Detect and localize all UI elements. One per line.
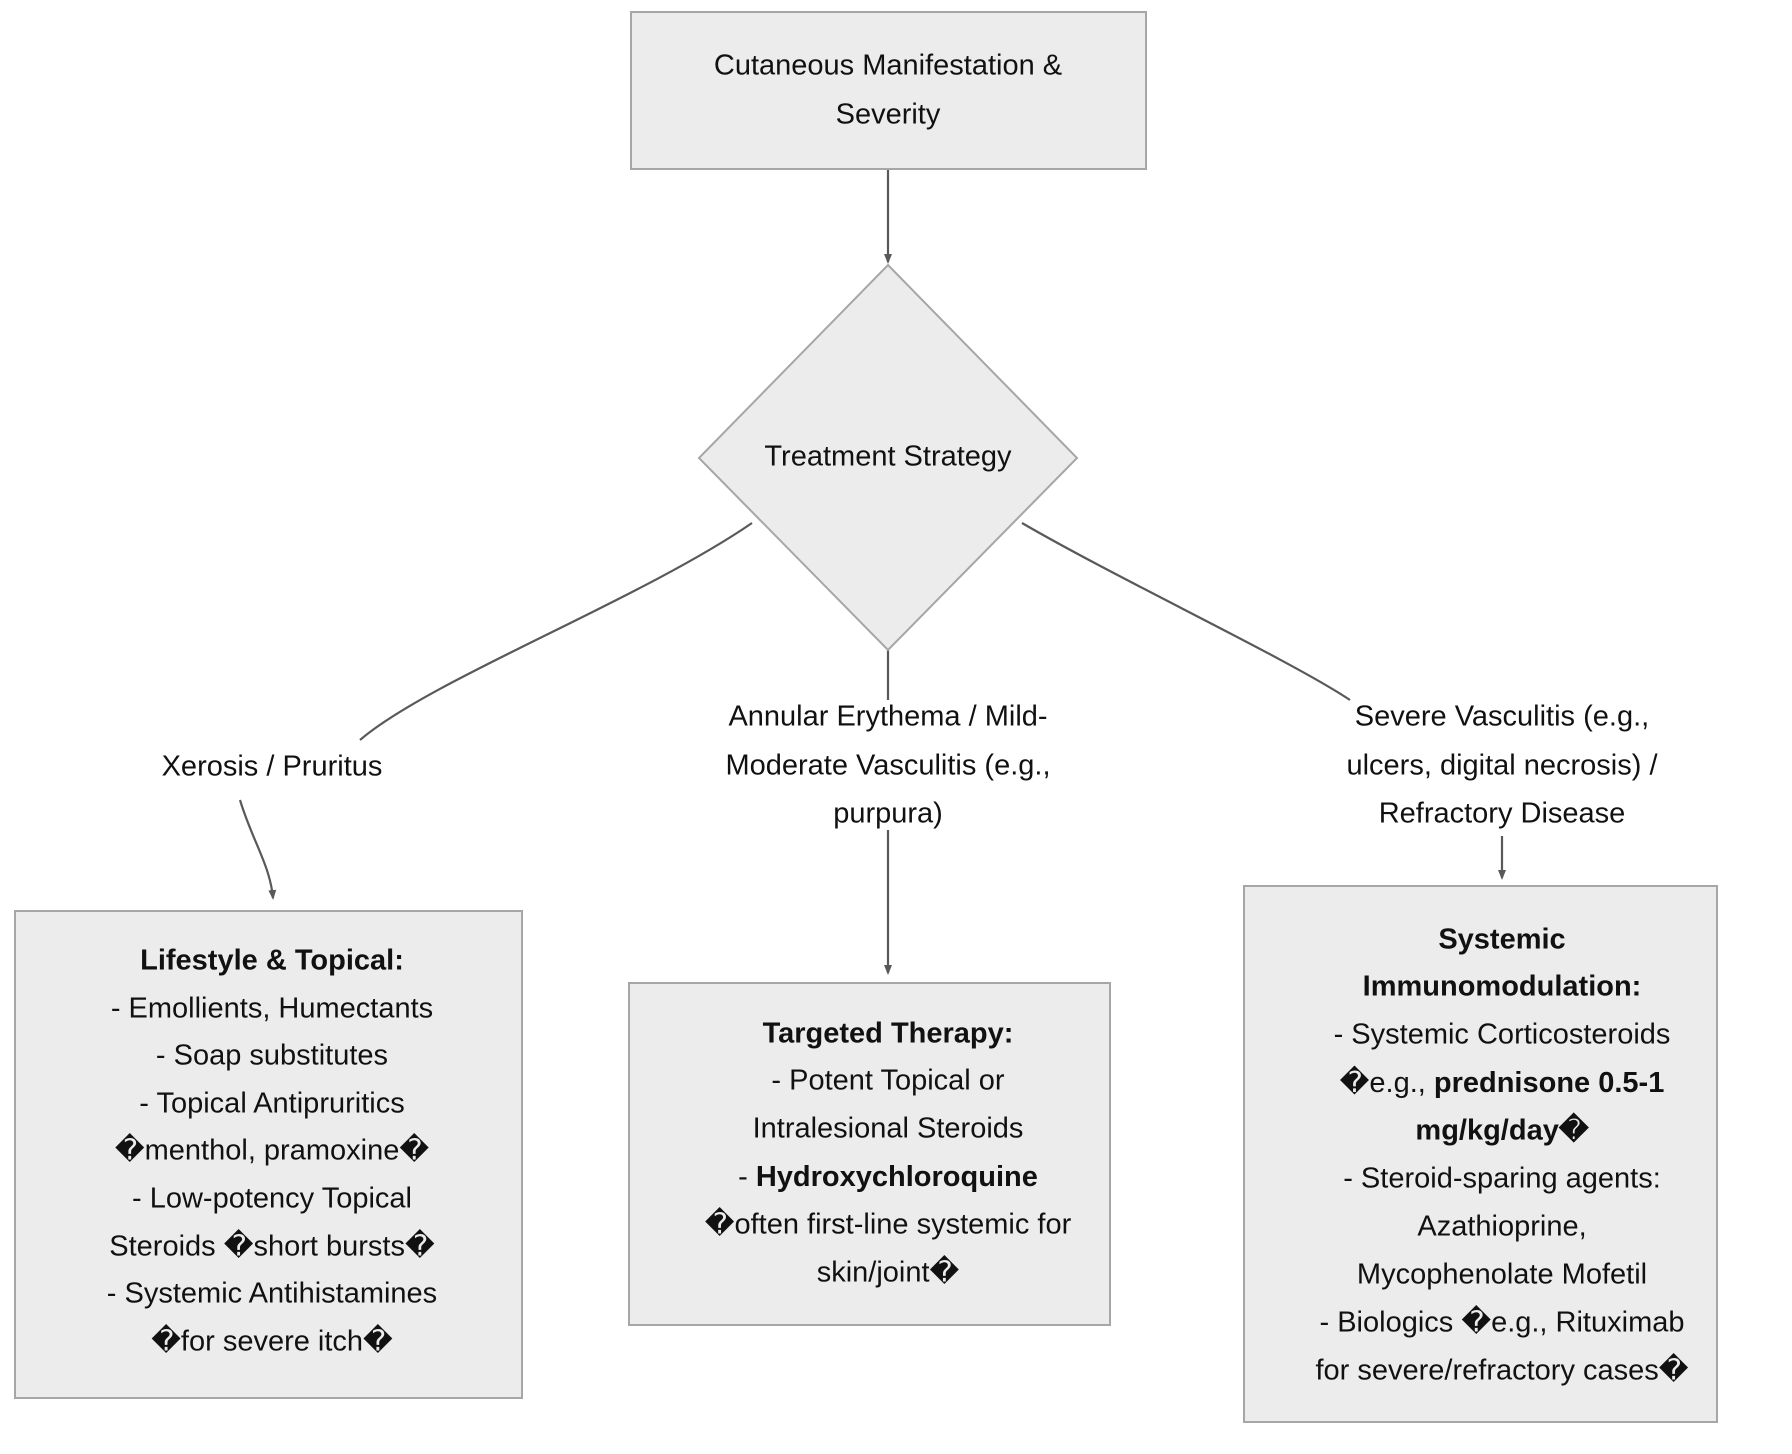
node-middle-line-3-mixed: - Hydroxychloroquine	[738, 1161, 1038, 1193]
node-decision-label: Treatment Strategy	[764, 441, 1012, 473]
node-left-line-3: - Topical Antipruritics	[139, 1088, 404, 1120]
node-middle-line-2: Intralesional Steroids	[753, 1113, 1024, 1145]
node-left-line-5: - Low-potency Topical	[132, 1183, 412, 1215]
node-left-outcome[interactable]: Lifestyle & Topical: - Emollients, Humec…	[14, 910, 523, 1399]
node-middle-line-0: Targeted Therapy:	[763, 1018, 1014, 1050]
node-root-line-0: Cutaneous Manifestation &	[714, 50, 1062, 82]
edge-label-left-line-0: Xerosis / Pruritus	[162, 751, 383, 783]
edge-decision-to-right-upper	[1021, 522, 1351, 701]
node-left-line-2: - Soap substitutes	[156, 1040, 388, 1072]
node-middle-line-1: - Potent Topical or	[771, 1065, 1005, 1097]
node-middle-line-5: skin/joint�	[817, 1255, 960, 1289]
node-middle-line-3-prefix: -	[738, 1161, 756, 1193]
edge-label-middle-line-2: purpura)	[833, 798, 943, 830]
node-middle-outcome[interactable]: Targeted Therapy: - Potent Topical or In…	[628, 982, 1111, 1326]
node-right-line-2: - Systemic Corticosteroids	[1334, 1019, 1671, 1051]
node-right-outcome-shape	[1243, 885, 1718, 1423]
edge-label-right-line-1: ulcers, digital necrosis) /	[1346, 750, 1658, 782]
node-left-outcome-shape	[14, 910, 523, 1399]
edge-label-middle: Annular Erythema / Mild- Moderate Vascul…	[725, 701, 1050, 830]
node-left-line-8: �for severe itch�	[151, 1324, 393, 1358]
edge-label-left: Xerosis / Pruritus	[162, 751, 383, 783]
edge-decision-to-left-upper	[359, 522, 753, 741]
node-right-line-0: Systemic	[1438, 924, 1565, 956]
node-right-line-3-prefix: �e.g.,	[1340, 1065, 1434, 1099]
node-left-line-6: Steroids �short bursts�	[109, 1229, 435, 1263]
node-right-line-1: Immunomodulation:	[1363, 971, 1642, 1003]
node-right-line-9: for severe/refractory cases�	[1315, 1353, 1688, 1387]
node-right-line-6: Azathioprine,	[1417, 1211, 1586, 1243]
node-root-shape	[630, 11, 1147, 170]
node-decision[interactable]: Treatment Strategy	[697, 263, 1079, 652]
node-left-line-0: Lifestyle & Topical:	[140, 945, 404, 977]
edge-decision-to-left-lower	[238, 799, 277, 900]
node-left-line-1: - Emollients, Humectants	[111, 993, 433, 1025]
edge-label-right-line-2: Refractory Disease	[1379, 798, 1626, 830]
node-left-line-4: �menthol, pramoxine�	[115, 1133, 429, 1167]
node-middle-line-4: �often first-line systemic for	[705, 1207, 1072, 1241]
edge-label-right-line-0: Severe Vasculitis (e.g.,	[1355, 701, 1649, 733]
node-right-line-7: Mycophenolate Mofetil	[1357, 1259, 1647, 1291]
edge-label-right: Severe Vasculitis (e.g., ulcers, digital…	[1346, 701, 1658, 830]
node-root[interactable]: Cutaneous Manifestation & Severity	[630, 11, 1147, 170]
node-middle-outcome-shape	[628, 982, 1111, 1326]
edge-label-middle-line-0: Annular Erythema / Mild-	[728, 701, 1047, 733]
node-right-line-8: - Biologics �e.g., Rituximab	[1320, 1305, 1685, 1339]
edge-label-middle-line-1: Moderate Vasculitis (e.g.,	[725, 750, 1050, 782]
node-middle-line-3-bold: Hydroxychloroquine	[756, 1161, 1038, 1193]
node-root-line-1: Severity	[836, 99, 941, 131]
node-right-line-4: mg/kg/day�	[1415, 1112, 1589, 1147]
node-right-line-3-mixed: �e.g., prednisone 0.5-1	[1340, 1065, 1665, 1099]
node-right-outcome[interactable]: Systemic Immunomodulation: - Systemic Co…	[1243, 885, 1718, 1423]
node-right-line-5: - Steroid-sparing agents:	[1343, 1163, 1661, 1195]
node-right-line-3-bold: prednisone 0.5-1	[1434, 1067, 1664, 1099]
node-decision-shape	[697, 263, 1079, 652]
node-left-line-7: - Systemic Antihistamines	[107, 1278, 437, 1310]
